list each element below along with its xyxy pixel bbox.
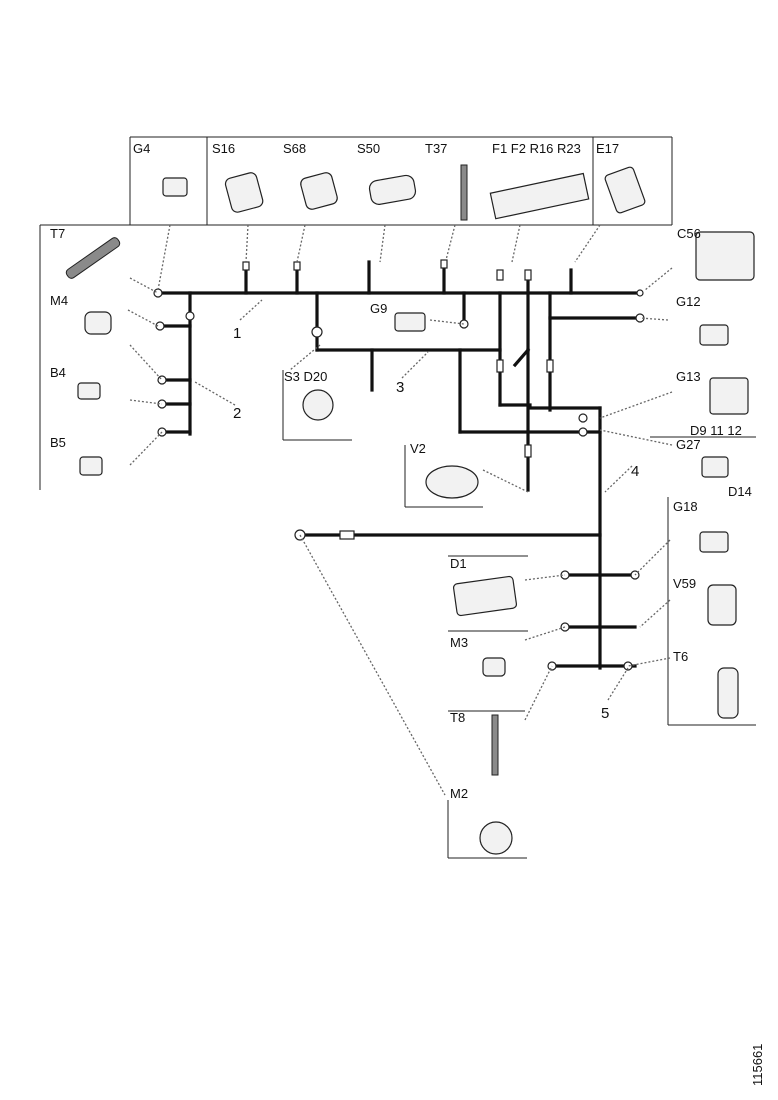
harness-number-5: 5 <box>601 705 609 722</box>
g12-connector-icon <box>699 324 729 346</box>
t8-sensor-icon <box>491 714 499 776</box>
label-e17: E17 <box>596 141 619 156</box>
label-m4: M4 <box>50 293 68 308</box>
g4-connector-icon <box>162 177 188 197</box>
label-d9-11-12: D9 11 12 <box>690 423 742 438</box>
harness-number-4: 4 <box>631 463 639 480</box>
label-v2: V2 <box>410 441 426 456</box>
harness-numbers: 1 2 3 4 5 <box>194 299 639 722</box>
label-s3-d20: S3 D20 <box>284 369 327 384</box>
reference-code: 115661 <box>750 1008 770 1088</box>
reference-code-text: 115661 <box>750 1043 765 1086</box>
m2-motor-icon <box>479 821 513 855</box>
t7-sensor-icon <box>65 237 121 279</box>
s16-switch-icon <box>224 172 264 213</box>
component-icons <box>65 164 755 855</box>
m3-motor-icon <box>482 657 506 677</box>
v59-valve-icon <box>707 584 737 626</box>
label-d1: D1 <box>450 556 467 571</box>
label-g13: G13 <box>676 369 701 384</box>
component-labels: G4 S16 S68 S50 T37 F1 F2 R16 R23 E17 T7 … <box>50 141 752 801</box>
panel-frames <box>39 225 756 859</box>
e17-heater-icon <box>604 166 646 214</box>
label-t37: T37 <box>425 141 447 156</box>
s50-switch-icon <box>368 174 417 205</box>
t37-sensor-icon <box>460 164 468 221</box>
g13-connector-icon <box>709 377 749 415</box>
t6-tank-icon <box>717 667 739 719</box>
label-g9: G9 <box>370 301 387 316</box>
label-m3: M3 <box>450 635 468 650</box>
s3-d20-unit-icon <box>302 389 334 421</box>
g27-connector-icon <box>701 456 729 478</box>
label-m2: M2 <box>450 786 468 801</box>
label-b4: B4 <box>50 365 66 380</box>
label-g18: G18 <box>673 499 698 514</box>
label-d14: D14 <box>728 484 752 499</box>
g18-connector-icon <box>699 531 729 553</box>
harness-number-3: 3 <box>396 379 404 396</box>
label-fuses: F1 F2 R16 R23 <box>492 141 581 156</box>
m4-motor-icon <box>84 311 112 335</box>
label-g27: G27 <box>676 437 701 452</box>
harness-number-1: 1 <box>233 325 241 342</box>
d1-control-unit-icon <box>452 575 518 617</box>
label-s68: S68 <box>283 141 306 156</box>
label-b5: B5 <box>50 435 66 450</box>
c56-control-unit-icon <box>695 231 755 281</box>
label-g12: G12 <box>676 294 701 309</box>
b4-sensor-icon <box>77 382 101 400</box>
label-g4: G4 <box>133 141 150 156</box>
v2-fan-icon <box>425 465 479 499</box>
top-component-panel <box>40 136 673 226</box>
label-v59: V59 <box>673 576 696 591</box>
fuse-box-icon <box>489 172 590 220</box>
b5-sensor-icon <box>79 456 103 476</box>
label-s50: S50 <box>357 141 380 156</box>
label-c56: C56 <box>677 226 701 241</box>
harness-number-2: 2 <box>233 405 241 422</box>
label-s16: S16 <box>212 141 235 156</box>
label-t7: T7 <box>50 226 65 241</box>
g9-connector-icon <box>394 312 426 332</box>
label-t8: T8 <box>450 710 465 725</box>
leader-lines <box>127 224 673 796</box>
label-t6: T6 <box>673 649 688 664</box>
s68-switch-icon <box>300 172 338 210</box>
